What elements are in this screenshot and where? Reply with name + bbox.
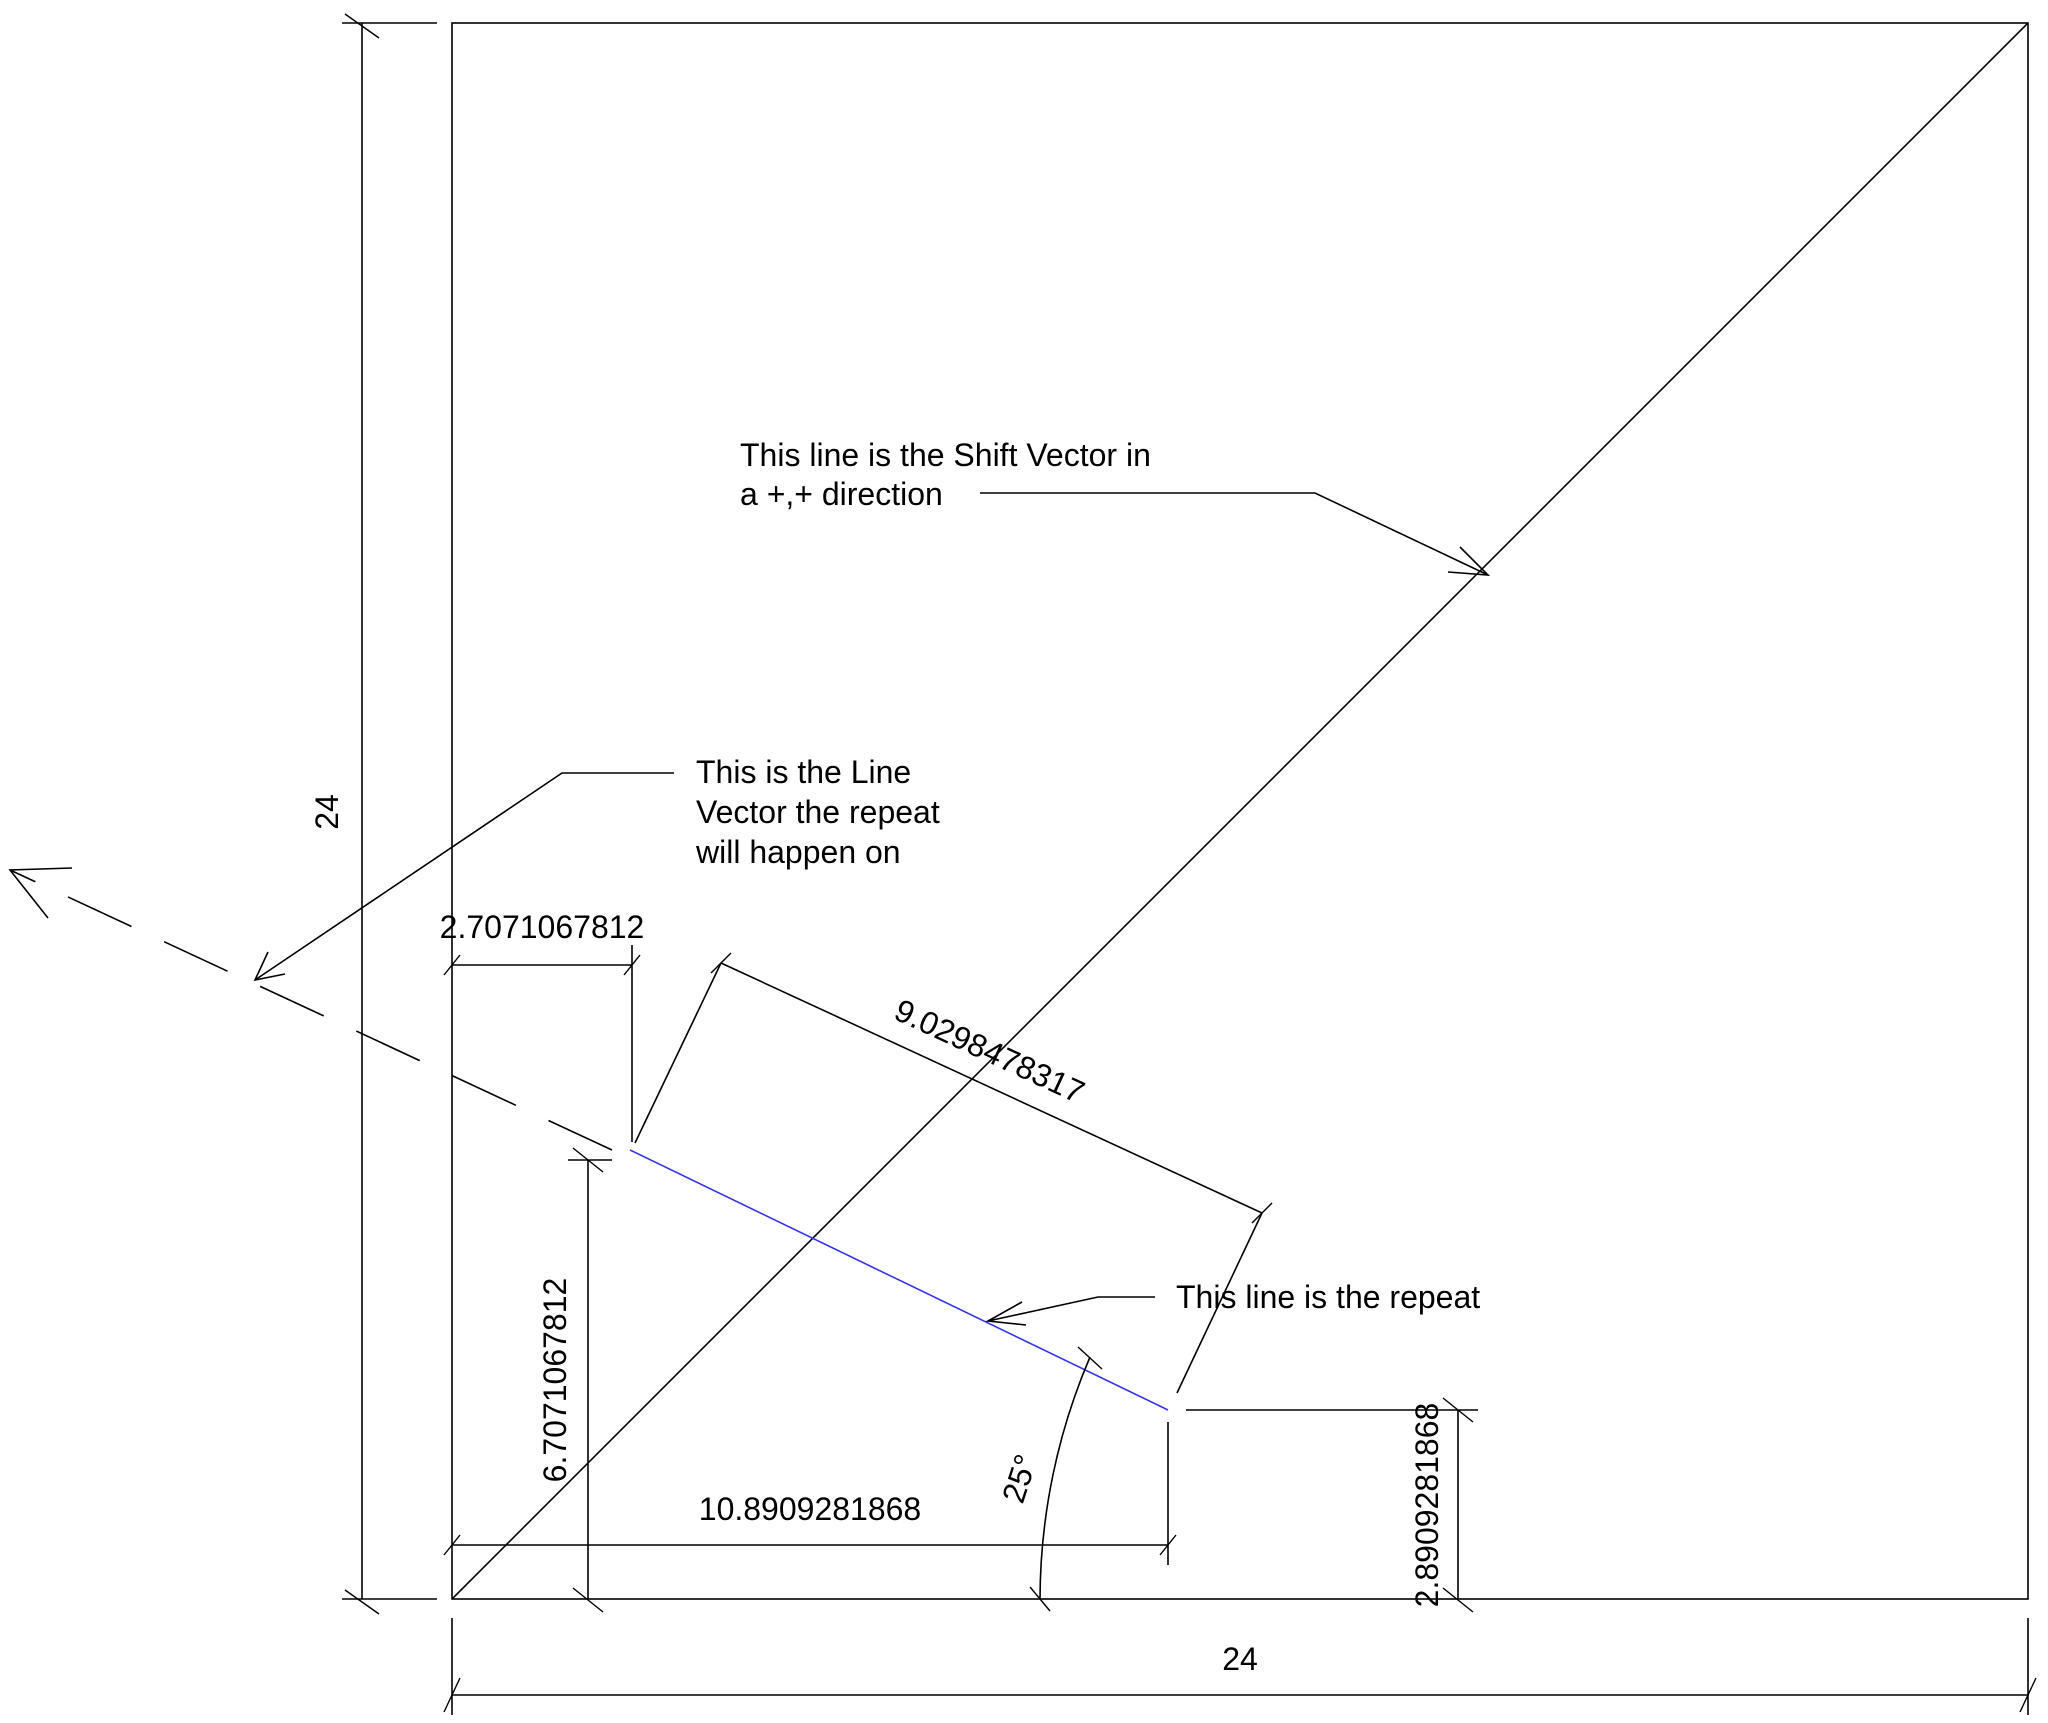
shift-vector-leader [980, 492, 1491, 576]
dimension-repeat-length-label: 9.0298478317 [889, 992, 1090, 1111]
line-vector-dashed [9, 869, 613, 1151]
dimension-repeat-length: 9.0298478317 [634, 952, 1273, 1394]
dimension-width-total-label: 24 [1222, 1641, 1258, 1677]
shift-vector-diagonal [451, 22, 2029, 1600]
line-vector-label-line1: This is the Line [696, 754, 911, 790]
dimension-x-offset: 2.7071067812 [440, 909, 645, 1142]
line-vector-leader [253, 772, 674, 982]
dimension-y-offset-label: 6.7071067812 [537, 1278, 573, 1483]
tile-boundary-square [451, 22, 2029, 1600]
repeat-leader [985, 1296, 1155, 1326]
dimension-y-end-label: 2.8909281868 [1409, 1403, 1445, 1608]
line-vector-label-line3: will happen on [695, 834, 901, 870]
line-vector-label-line2: Vector the repeat [696, 794, 940, 830]
dimension-y-offset: 6.7071067812 [537, 1147, 612, 1613]
line-vector-arrowhead [8, 867, 73, 919]
repeat-line [629, 1149, 1169, 1411]
dimension-height-total-label: 24 [309, 794, 345, 830]
dimension-x-end-label: 10.8909281868 [699, 1491, 921, 1527]
shift-vector-label-line1: This line is the Shift Vector in [740, 437, 1151, 473]
dimension-angle: 25° [995, 1346, 1103, 1612]
dimension-x-offset-label: 2.7071067812 [440, 909, 645, 945]
dimension-angle-label: 25° [995, 1450, 1044, 1507]
shift-vector-label-line2: a +,+ direction [740, 476, 943, 512]
dimension-width-total: 24 [443, 1618, 2037, 1715]
dimension-y-end: 2.8909281868 [1186, 1397, 1478, 1613]
repeat-label: This line is the repeat [1176, 1279, 1480, 1315]
dimension-x-end: 10.8909281868 [443, 1422, 1177, 1565]
dimension-height-total: 24 [309, 13, 437, 1615]
